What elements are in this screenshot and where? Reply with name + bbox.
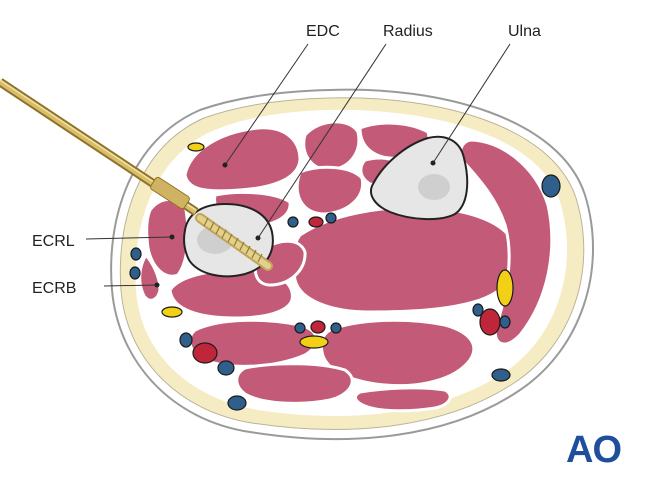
leader-ecrb	[103, 284, 158, 287]
vessels-and-nerves	[129, 142, 561, 411]
label-ecrl: ECRL	[32, 233, 75, 250]
label-edc: EDC	[306, 23, 340, 40]
muscle-dorsal-2	[302, 120, 361, 172]
ulna-bone	[370, 135, 469, 221]
screw-icon	[195, 213, 273, 271]
leader-lines	[85, 43, 511, 288]
leader-radius	[257, 43, 387, 239]
leader-edc	[224, 43, 309, 166]
muscle-flexor-central	[291, 206, 519, 314]
label-radius: Radius	[383, 23, 433, 40]
leader-ulna	[432, 43, 511, 164]
label-ulna: Ulna	[508, 23, 541, 40]
drill-sleeve-icon	[0, 78, 199, 216]
muscle-group-volar	[188, 318, 476, 413]
ao-logo: AO	[566, 429, 621, 471]
leader-ecrl	[85, 236, 173, 240]
muscle-dorsal-4	[295, 165, 365, 216]
muscle-edc	[183, 126, 302, 193]
label-ecrb: ECRB	[32, 280, 76, 297]
